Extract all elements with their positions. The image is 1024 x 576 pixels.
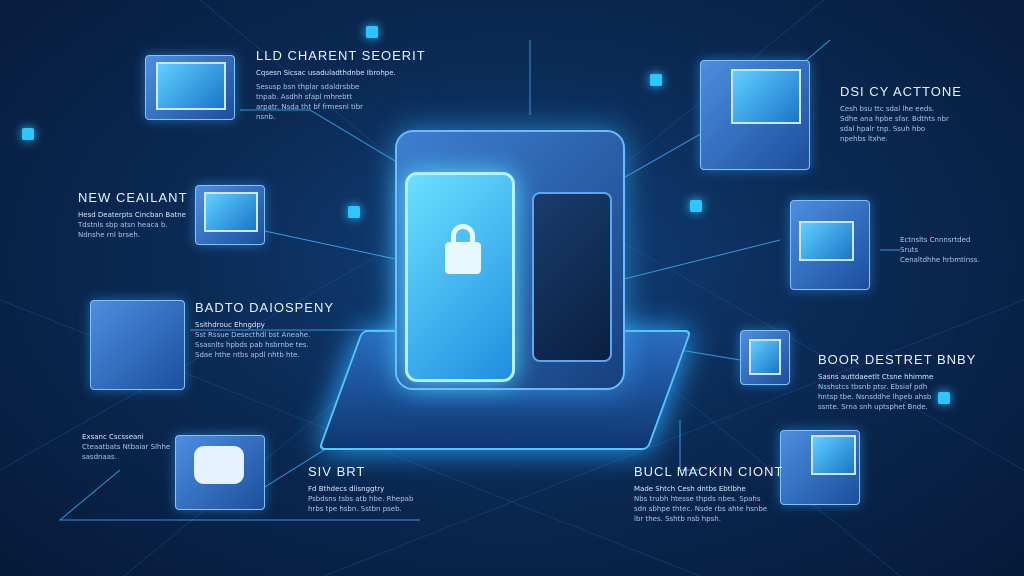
label-title: BOOR DESTRET BNBY — [818, 352, 977, 367]
safe-interior — [532, 192, 612, 362]
safe-vault — [395, 130, 625, 390]
phone-device — [740, 330, 790, 385]
label-subtitle: Sasns auttdaeetlt Ctsne hhirnme — [818, 373, 934, 381]
cube-icon — [22, 128, 34, 140]
label-subtitle: Fd Bthdecs dlisnggtry — [308, 485, 385, 493]
label-subtitle: Ectnslts Cnnnsrtded Sruts — [900, 236, 971, 254]
label-body: Sst Rssue Desecthdl bst Aneahe. Ssasnlts… — [195, 331, 311, 359]
cube-icon — [938, 392, 950, 404]
tablet-device — [195, 185, 265, 245]
cube-icon — [348, 206, 360, 218]
label-bottom-right: BUCL MACKIN CIONT Made Shtch Cesh dntbs E… — [634, 464, 783, 524]
label-subtitle: Ssithdrouc Ehngdpy — [195, 321, 265, 329]
label-title: SIV BRT — [308, 464, 366, 479]
label-title: NEW CEAILANT — [78, 190, 188, 205]
workstation-top-right — [700, 60, 810, 170]
label-body: Nsshstcs tbsnb ptsr. Ebsiaf pdh hntsp tb… — [818, 383, 932, 411]
label-subtitle: Hesd Deaterpts Cincban Batne — [78, 211, 186, 219]
label-top-right: DSI CY ACTTONE Cesh bsu ttc sdal lhe eeds… — [840, 84, 962, 144]
padlock-icon — [445, 224, 481, 274]
label-body: Cteaatbats Ntbaiar Slhhe sasdnaas. — [82, 443, 171, 461]
label-body: Tdstnls sbp atsn heaca b. Ndnshe rnl brs… — [78, 221, 168, 239]
label-title: BUCL MACKIN CIONT — [634, 464, 784, 479]
cube-icon — [650, 74, 662, 86]
label-right-middle: BOOR DESTRET BNBY Sasns auttdaeetlt Ctsne… — [818, 352, 976, 412]
cube-icon — [690, 200, 702, 212]
label-subtitle: Cesh bsu ttc sdal lhe eeds. — [840, 105, 935, 113]
label-title: BADTO DAIOSPENY — [195, 300, 335, 315]
monitor-device — [790, 200, 870, 290]
label-body: Sdhe ana hpbe sfar. Bdthts nbr sdal hpal… — [840, 115, 949, 143]
laptop-bottom-right — [780, 430, 860, 505]
server-device — [90, 300, 185, 390]
cube-icon — [366, 26, 378, 38]
laptop-top-left — [145, 55, 235, 120]
label-left-upper: NEW CEAILANT Hesd Deaterpts Cincban Batne… — [78, 190, 188, 240]
label-subtitle: Made Shtch Cesh dntbs Ebtlbhe — [634, 485, 746, 493]
label-subtitle: Cqsesn Sicsac usaduladthdnbe Ibrohpe. — [256, 69, 396, 77]
label-body: Nbs trubh htesse thpds nbes. Spahs sdn s… — [634, 495, 768, 523]
label-body: Cenaltdhhe hrbmtinss. — [900, 256, 980, 264]
label-body: Psbdsns tsbs atb hbe. Rhepab hrbs tpe hs… — [308, 495, 414, 513]
label-body: Sesusp bsn thplar sdaldrsbbe tnpab. Asdh… — [256, 83, 364, 121]
label-subtitle: Exsanc Cscsseani — [82, 433, 144, 441]
label-top-center: LLD CHARENT SEOERIT Cqsesn Sicsac usadula… — [256, 48, 426, 122]
safe-door-glowing — [405, 172, 515, 382]
label-title: DSI CY ACTTONE — [840, 84, 962, 99]
label-title: LLD CHARENT SEOERIT — [256, 48, 426, 63]
storage-box-device — [175, 435, 265, 510]
